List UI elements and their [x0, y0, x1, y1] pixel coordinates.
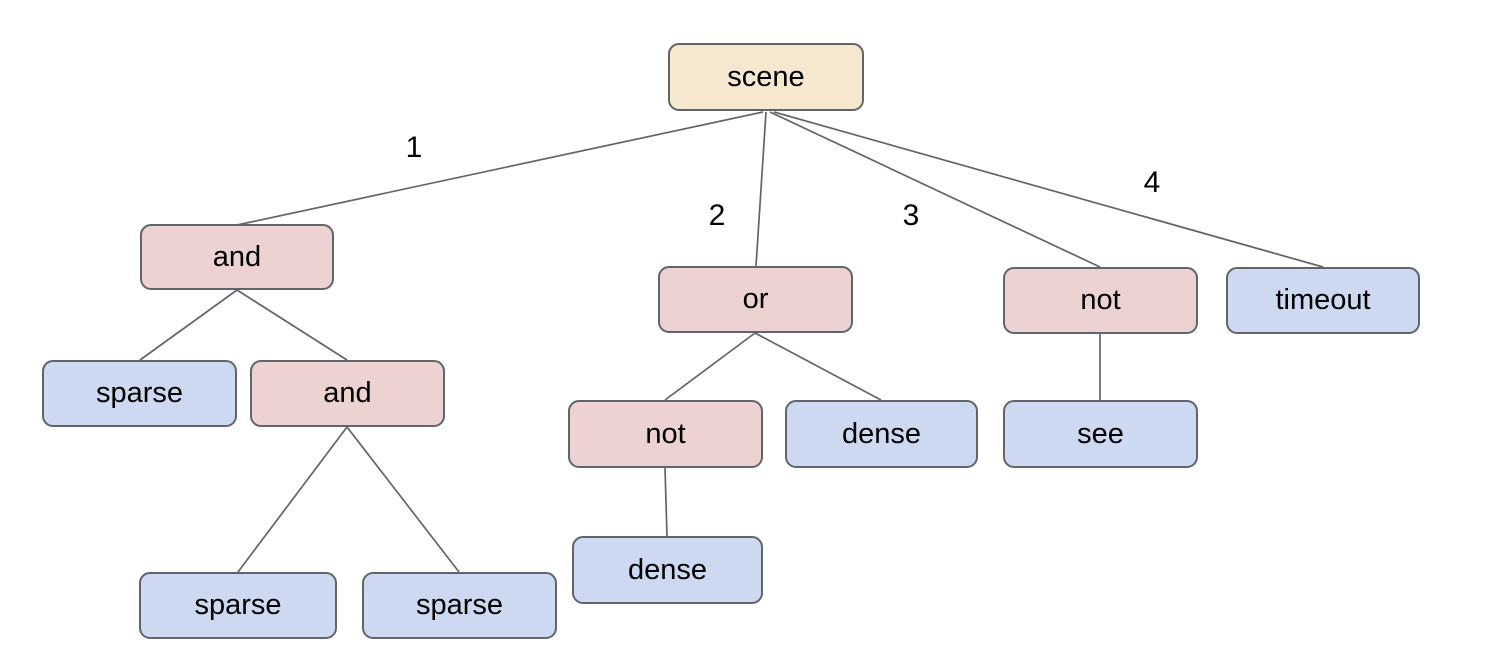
edge-not2-dense2: [664, 467, 668, 537]
node-scene: scene: [668, 43, 864, 111]
node-not-nested: not: [568, 400, 763, 468]
edge-label-4: 4: [1143, 166, 1161, 199]
edge-or-dense: [754, 332, 882, 401]
node-sparse-left: sparse: [42, 360, 237, 427]
node-sparse-bottom-1: sparse: [139, 572, 337, 639]
node-not: not: [1003, 267, 1198, 334]
edge-scene-not: [769, 111, 1101, 268]
node-see: see: [1003, 400, 1198, 468]
node-or: or: [658, 266, 853, 333]
edge-and2-sparse3: [346, 426, 460, 573]
edge-and2-sparse2: [237, 426, 348, 573]
edge-or-not2: [664, 332, 756, 401]
edge-label-1: 1: [405, 131, 423, 164]
node-dense-mid: dense: [785, 400, 978, 468]
node-dense-bottom: dense: [572, 536, 763, 604]
edge-and-sparse: [139, 289, 238, 361]
node-sparse-bottom-2: sparse: [362, 572, 557, 639]
node-and-nested: and: [250, 360, 445, 427]
edge-label-2: 2: [708, 199, 726, 232]
node-and: and: [140, 224, 334, 290]
node-timeout: timeout: [1226, 267, 1420, 334]
edge-label-3: 3: [902, 199, 920, 232]
edge-and-and: [236, 289, 348, 361]
edge-scene-or: [755, 111, 767, 267]
edge-scene-timeout: [773, 111, 1324, 268]
edge-scene-and: [236, 111, 764, 226]
